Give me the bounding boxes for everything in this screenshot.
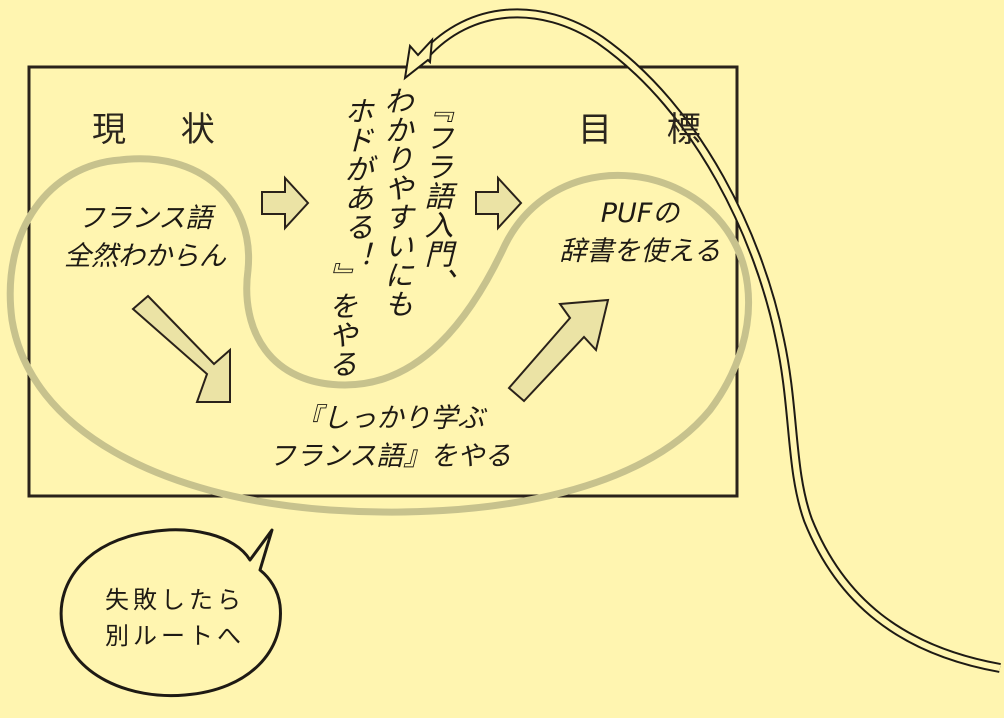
speech-bubble-shape (59, 528, 282, 698)
intro-book-col1: 『フラ語入門、 (420, 94, 454, 297)
detour-arrowhead (403, 37, 434, 81)
arrow-down-right (131, 294, 231, 403)
study-book-line2: フランス語』をやる (268, 441, 512, 472)
study-book-line1: 『しっかり学ぶ (295, 403, 485, 434)
start-node: フランス語 全然わからん (40, 200, 250, 276)
goal-node-line2: 辞書を使える (559, 236, 721, 267)
bubble-line1: 失敗したら (105, 586, 245, 614)
detour-route-arrow-inner (422, 10, 1001, 671)
start-node-line1: フランス語 (77, 203, 213, 234)
arrow-right-2 (475, 175, 523, 231)
goal-node-line1: PUFの (600, 198, 680, 229)
speech-bubble-text: 失敗したら 別ルートへ (80, 582, 270, 654)
start-node-line2: 全然わからん (64, 241, 226, 272)
intro-book-node: 『フラ語入門、 わかりやすいにも ホドがある！ 』をやる (318, 86, 458, 386)
intro-book-col3: ホドがある！ (340, 96, 374, 270)
intro-book-col2: わかりやすいにも (380, 86, 414, 318)
frame-box (27, 65, 739, 498)
intro-book-col4: 』をやる (324, 262, 358, 378)
goal-node: PUFの 辞書を使える (540, 195, 740, 271)
route-loop (6, 155, 753, 516)
arrow-up-right (507, 298, 610, 403)
goal-label: 目 標 (578, 110, 723, 150)
current-state-label: 現 状 (92, 110, 237, 150)
study-book-node: 『しっかり学ぶ フランス語』をやる (240, 400, 540, 476)
bubble-line2: 別ルートへ (105, 622, 245, 650)
arrow-right-1 (261, 175, 310, 231)
